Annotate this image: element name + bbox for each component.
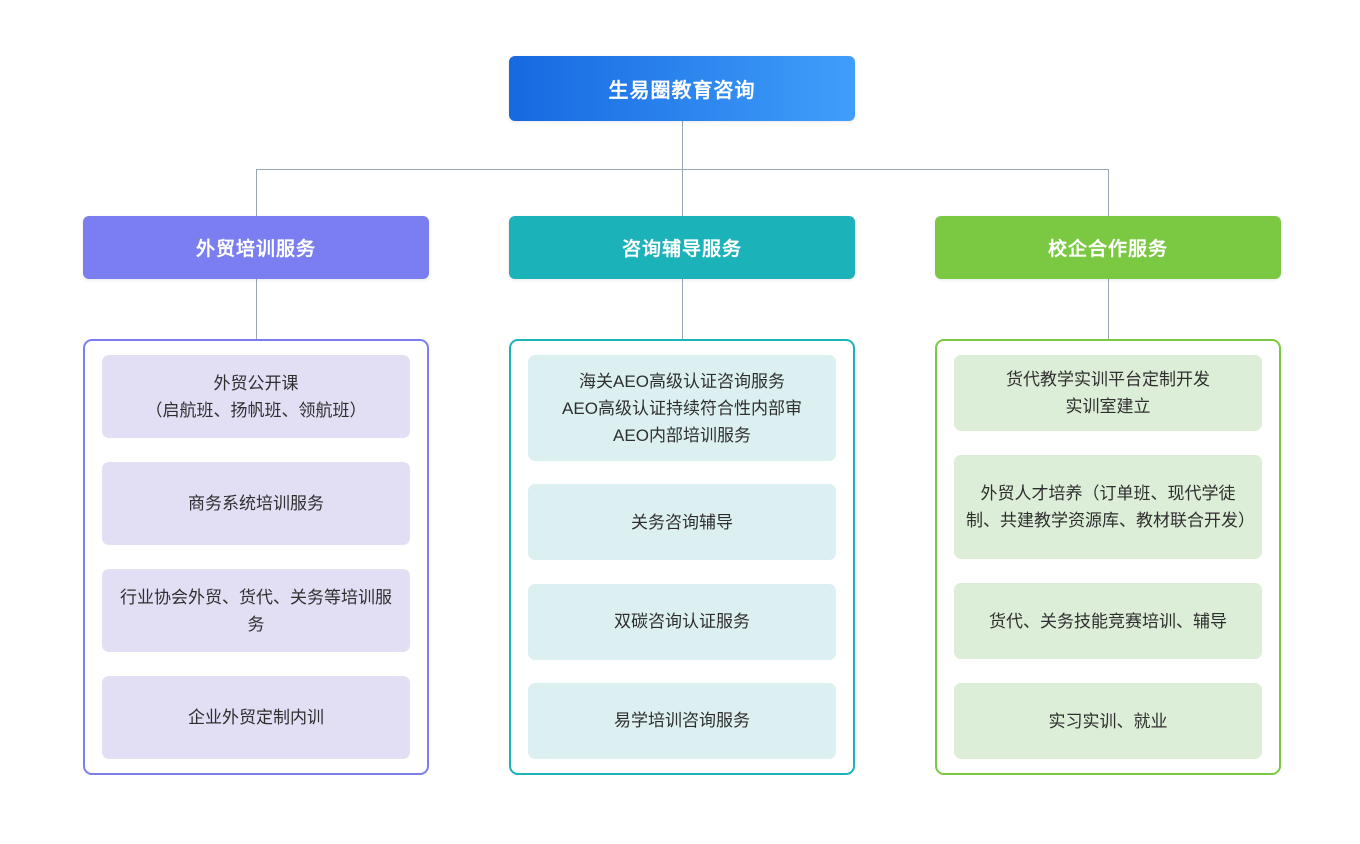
service-card[interactable]: 货代、关务技能竞赛培训、辅导 [954, 583, 1262, 659]
branch-card-group-2: 货代教学实训平台定制开发 实训室建立外贸人才培养（订单班、现代学徒制、共建教学资… [935, 339, 1281, 775]
service-card-label: 双碳咨询认证服务 [614, 612, 750, 632]
service-card[interactable]: 易学培训咨询服务 [528, 682, 836, 759]
service-card-label: 企业外贸定制内训 [188, 708, 324, 727]
service-card-label: 关务咨询辅导 [631, 512, 733, 532]
branch-header-label: 校企合作服务 [1047, 239, 1168, 260]
service-card-label: 外贸人才培养（订单班、现代学徒制、共建教学资源库、教材联合开发） [966, 484, 1255, 530]
connector-line-vertical [1108, 279, 1109, 339]
service-card[interactable]: 关务咨询辅导 [528, 484, 836, 561]
branch-header-label: 咨询辅导服务 [621, 239, 742, 260]
service-card-label: 易学培训咨询服务 [614, 711, 750, 731]
branch-column-2: 校企合作服务货代教学实训平台定制开发 实训室建立外贸人才培养（订单班、现代学徒制… [935, 216, 1281, 775]
service-card[interactable]: 商务系统培训服务 [102, 462, 410, 545]
branch-header-label: 外贸培训服务 [195, 239, 316, 260]
branch-card-group-0: 外贸公开课 （启航班、扬帆班、领航班） 商务系统培训服务行业协会外贸、货代、关务等… [83, 339, 429, 775]
service-card-label: 货代教学实训平台定制开发 实训室建立 [1006, 370, 1210, 416]
service-card-label: 商务系统培训服务 [188, 494, 324, 513]
service-card-label: 行业协会外贸、货代、关务等培训服务 [120, 587, 392, 634]
connector-line-vertical [256, 169, 257, 216]
branch-column-0: 外贸培训服务外贸公开课 （启航班、扬帆班、领航班） 商务系统培训服务行业协会外贸、… [83, 216, 429, 775]
service-card[interactable]: 实习实训、就业 [954, 683, 1262, 759]
root-node-label: 生易圈教育咨询 [608, 80, 756, 102]
connector-line-vertical [1108, 169, 1109, 216]
service-card[interactable]: 外贸人才培养（订单班、现代学徒制、共建教学资源库、教材联合开发） [954, 455, 1262, 559]
branch-card-group-1: 海关AEO高级认证咨询服务 AEO高级认证持续符合性内部审 AEO内部培训服务关… [509, 339, 855, 775]
branch-column-1: 咨询辅导服务海关AEO高级认证咨询服务 AEO高级认证持续符合性内部审 AEO内… [509, 216, 855, 775]
connector-line-vertical [256, 279, 257, 339]
service-card[interactable]: 货代教学实训平台定制开发 实训室建立 [954, 355, 1262, 431]
service-card-label: 海关AEO高级认证咨询服务 AEO高级认证持续符合性内部审 AEO内部培训服务 [562, 371, 802, 445]
connector-line-vertical [682, 169, 683, 216]
connector-line-vertical [682, 121, 683, 169]
service-card-label: 实习实训、就业 [1048, 711, 1168, 731]
root-node[interactable]: 生易圈教育咨询 [509, 56, 855, 121]
service-card[interactable]: 行业协会外贸、货代、关务等培训服务 [102, 569, 410, 652]
service-card-label: 货代、关务技能竞赛培训、辅导 [989, 611, 1227, 631]
connector-line-horizontal [256, 169, 1108, 170]
connector-line-vertical [682, 279, 683, 339]
service-card-label: 外贸公开课 （启航班、扬帆班、领航班） [145, 373, 367, 420]
service-card[interactable]: 双碳咨询认证服务 [528, 583, 836, 660]
service-card[interactable]: 外贸公开课 （启航班、扬帆班、领航班） [102, 355, 410, 438]
branch-header-0[interactable]: 外贸培训服务 [83, 216, 429, 279]
branch-header-2[interactable]: 校企合作服务 [935, 216, 1281, 279]
service-card[interactable]: 海关AEO高级认证咨询服务 AEO高级认证持续符合性内部审 AEO内部培训服务 [528, 355, 836, 461]
branch-header-1[interactable]: 咨询辅导服务 [509, 216, 855, 279]
service-card[interactable]: 企业外贸定制内训 [102, 676, 410, 759]
